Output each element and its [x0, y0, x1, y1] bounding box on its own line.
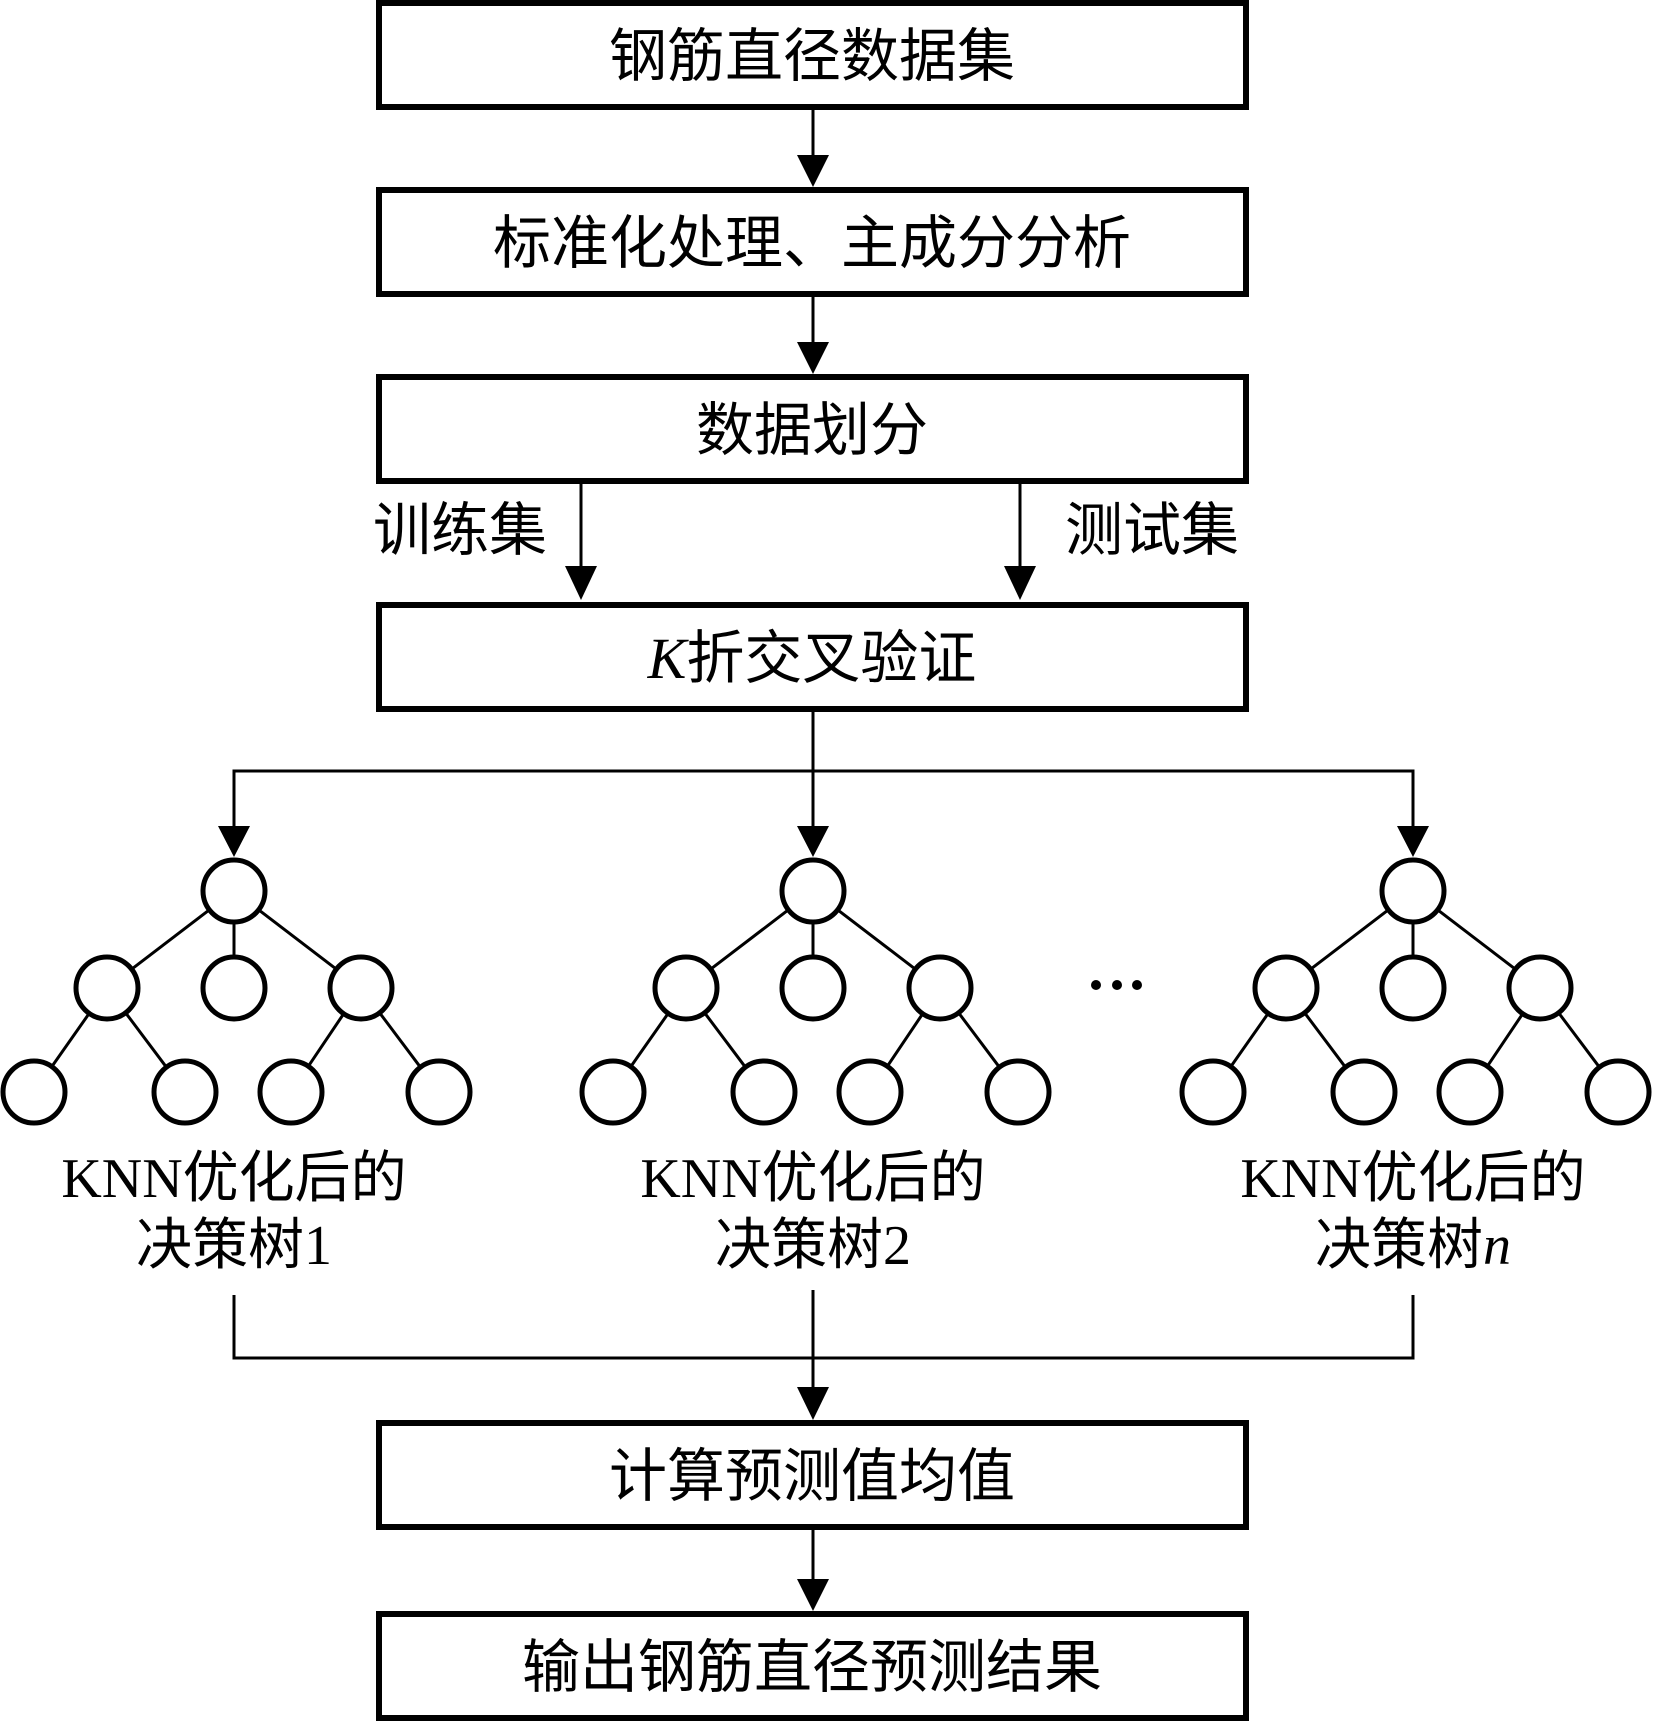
tree-edge [130, 908, 211, 971]
tree-index-1: 1 [304, 1215, 332, 1277]
arrow-test-set [1004, 484, 1036, 600]
tree-leaf-node [1436, 1058, 1504, 1126]
tree-label-n-line1: KNN优化后的 [1240, 1148, 1585, 1210]
tree-leaf-node [1330, 1058, 1398, 1126]
tree-internal-node [1252, 954, 1320, 1022]
tree-internal-node [327, 954, 395, 1022]
tree-label-1-line1: KNN优化后的 [61, 1148, 406, 1210]
tree-edge [1436, 908, 1517, 971]
tree-leaf-node [1584, 1058, 1652, 1126]
tree-edge [629, 1012, 670, 1068]
step-label-kfold: K折交叉验证 [647, 624, 977, 692]
tree-label-2-line2: 决策树2 [715, 1213, 911, 1278]
step-box-split: 数据划分 [376, 374, 1249, 484]
tree-internal-node [200, 954, 268, 1022]
distribution-connector [218, 712, 1429, 857]
tree-root-node [200, 857, 268, 925]
step-box-kfold: K折交叉验证 [376, 602, 1249, 712]
step-box-average: 计算预测值均值 [376, 1420, 1249, 1530]
step-box-preprocess: 标准化处理、主成分分析 [376, 187, 1249, 297]
tree-edge [886, 1012, 924, 1068]
kfold-k-symbol: K [647, 626, 690, 691]
arrow-preprocess-to-split [797, 297, 829, 374]
tree-index-n: n [1483, 1215, 1511, 1277]
tree-index-2: 2 [883, 1215, 911, 1277]
tree-internal-node [779, 954, 847, 1022]
arrow-train-set [565, 484, 597, 600]
tree-edge [703, 1011, 747, 1069]
tree-edge [1229, 1012, 1270, 1068]
step-box-dataset: 钢筋直径数据集 [376, 0, 1249, 110]
arrow-average-to-output [797, 1530, 829, 1611]
tree-root-node [1379, 857, 1447, 925]
tree-leaf-node [730, 1058, 798, 1126]
tree-label-1: KNN优化后的 决策树1 [61, 1148, 406, 1278]
tree-edge [1303, 1011, 1347, 1069]
tree-leaf-node [836, 1058, 904, 1126]
tree-edge [307, 1012, 345, 1068]
decision-tree-icon-2 [579, 857, 1052, 1126]
tree-internal-node [652, 954, 720, 1022]
tree-internal-node [1379, 954, 1447, 1022]
train-set-label: 训练集 [373, 496, 547, 564]
step-label-average: 计算预测值均值 [609, 1442, 1015, 1510]
tree-edge [836, 908, 917, 971]
trees-layer [0, 857, 1652, 1126]
tree-leaf-node [405, 1058, 473, 1126]
decision-tree-icon-3 [1179, 857, 1652, 1126]
arrow-dataset-to-preprocess [797, 110, 829, 187]
tree-edge [1486, 1012, 1524, 1068]
tree-root-node [779, 857, 847, 925]
tree-label-n-line2: 决策树n [1315, 1213, 1511, 1278]
tree-leaf-node [151, 1058, 219, 1126]
tree-edge [378, 1011, 422, 1069]
tree-leaf-node [0, 1058, 68, 1126]
tree-internal-node [73, 954, 141, 1022]
tree-edge [1309, 908, 1390, 971]
tree-edge [50, 1012, 91, 1068]
tree-leaf-node [257, 1058, 325, 1126]
step-label-dataset: 钢筋直径数据集 [609, 22, 1015, 90]
ellipsis-icon [1091, 980, 1142, 990]
test-set-label: 测试集 [1065, 496, 1239, 564]
tree-internal-node [906, 954, 974, 1022]
step-label-split: 数据划分 [696, 396, 928, 464]
tree-label-2: KNN优化后的 决策树2 [640, 1148, 985, 1278]
tree-leaf-node [984, 1058, 1052, 1126]
tree-leaf-node [1179, 1058, 1247, 1126]
collection-connector [232, 1290, 1415, 1420]
tree-edge [709, 908, 790, 971]
step-label-output: 输出钢筋直径预测结果 [522, 1633, 1102, 1701]
tree-label-n: KNN优化后的 决策树n [1240, 1148, 1585, 1278]
tree-edge [1557, 1011, 1601, 1069]
kfold-text: 折交叉验证 [686, 624, 976, 692]
step-label-preprocess: 标准化处理、主成分分析 [493, 209, 1131, 277]
step-box-output: 输出钢筋直径预测结果 [376, 1611, 1249, 1721]
tree-leaf-node [579, 1058, 647, 1126]
tree-edge [957, 1011, 1001, 1069]
decision-tree-icon-1 [0, 857, 473, 1126]
tree-label-2-line1: KNN优化后的 [640, 1148, 985, 1210]
tree-edge [124, 1011, 168, 1069]
tree-internal-node [1506, 954, 1574, 1022]
tree-label-1-line2: 决策树1 [136, 1213, 332, 1278]
tree-edge [257, 908, 338, 971]
